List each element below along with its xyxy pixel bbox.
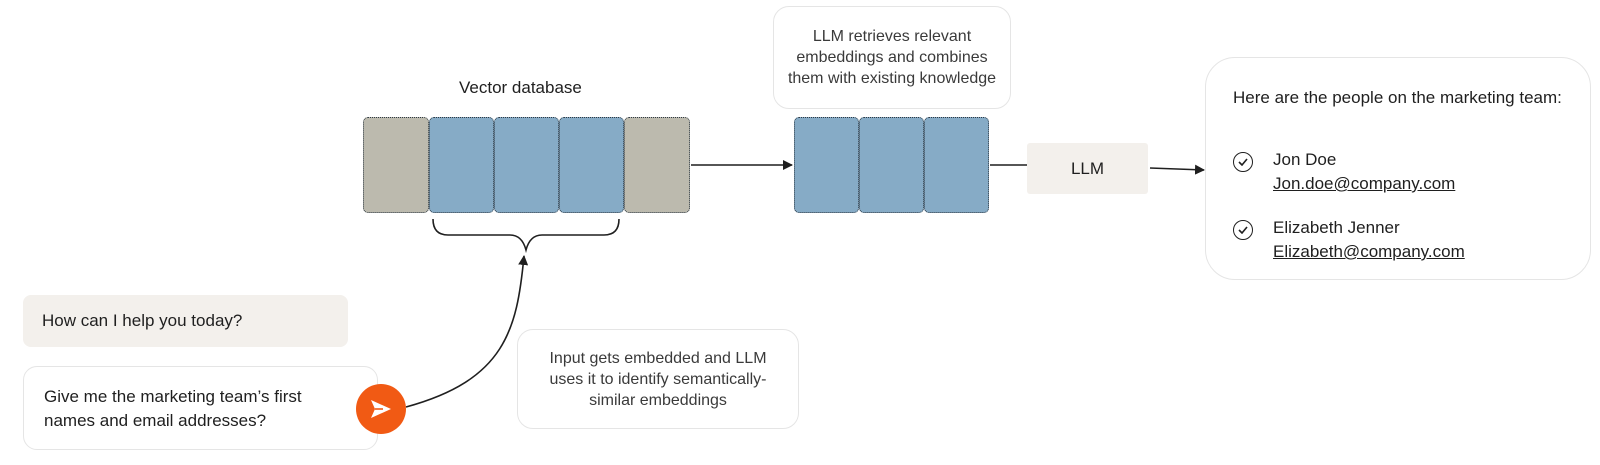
retrieve-note: LLM retrieves relevant embeddings and co… xyxy=(773,6,1011,109)
person-email-link[interactable]: Jon.doe@company.com xyxy=(1273,174,1456,193)
chat-prompt-text: How can I help you today? xyxy=(42,311,243,330)
person-email-link[interactable]: Elizabeth@company.com xyxy=(1273,242,1465,261)
send-icon xyxy=(371,400,391,418)
embedding-cell xyxy=(363,117,429,213)
send-button[interactable] xyxy=(356,384,406,434)
selection-brace xyxy=(432,218,620,254)
embedding-cell xyxy=(559,117,624,213)
chat-input[interactable]: Give me the marketing team’s first names… xyxy=(23,366,378,450)
person-name: Elizabeth Jenner xyxy=(1273,218,1400,237)
answer-card: Here are the people on the marketing tea… xyxy=(1205,57,1591,280)
chat-input-text: Give me the marketing team’s first names… xyxy=(44,387,302,430)
retrieved-cell xyxy=(794,117,859,213)
chat-prompt: How can I help you today? xyxy=(23,295,348,347)
vector-database-label: Vector database xyxy=(459,78,582,97)
check-circle-icon xyxy=(1233,152,1253,172)
llm-box: LLM xyxy=(1027,143,1148,194)
embedding-cell xyxy=(494,117,559,213)
embedding-cell xyxy=(429,117,494,213)
check-circle-icon xyxy=(1233,220,1253,240)
arrow-input-to-db xyxy=(405,255,529,408)
answer-title: Here are the people on the marketing tea… xyxy=(1233,88,1562,107)
retrieved-cell xyxy=(859,117,924,213)
embedding-cell xyxy=(624,117,690,213)
retrieved-cell xyxy=(924,117,989,213)
embed-note: Input gets embedded and LLM uses it to i… xyxy=(517,329,799,429)
arrow-llm-to-answer xyxy=(1149,164,1205,175)
person-name: Jon Doe xyxy=(1273,150,1337,169)
